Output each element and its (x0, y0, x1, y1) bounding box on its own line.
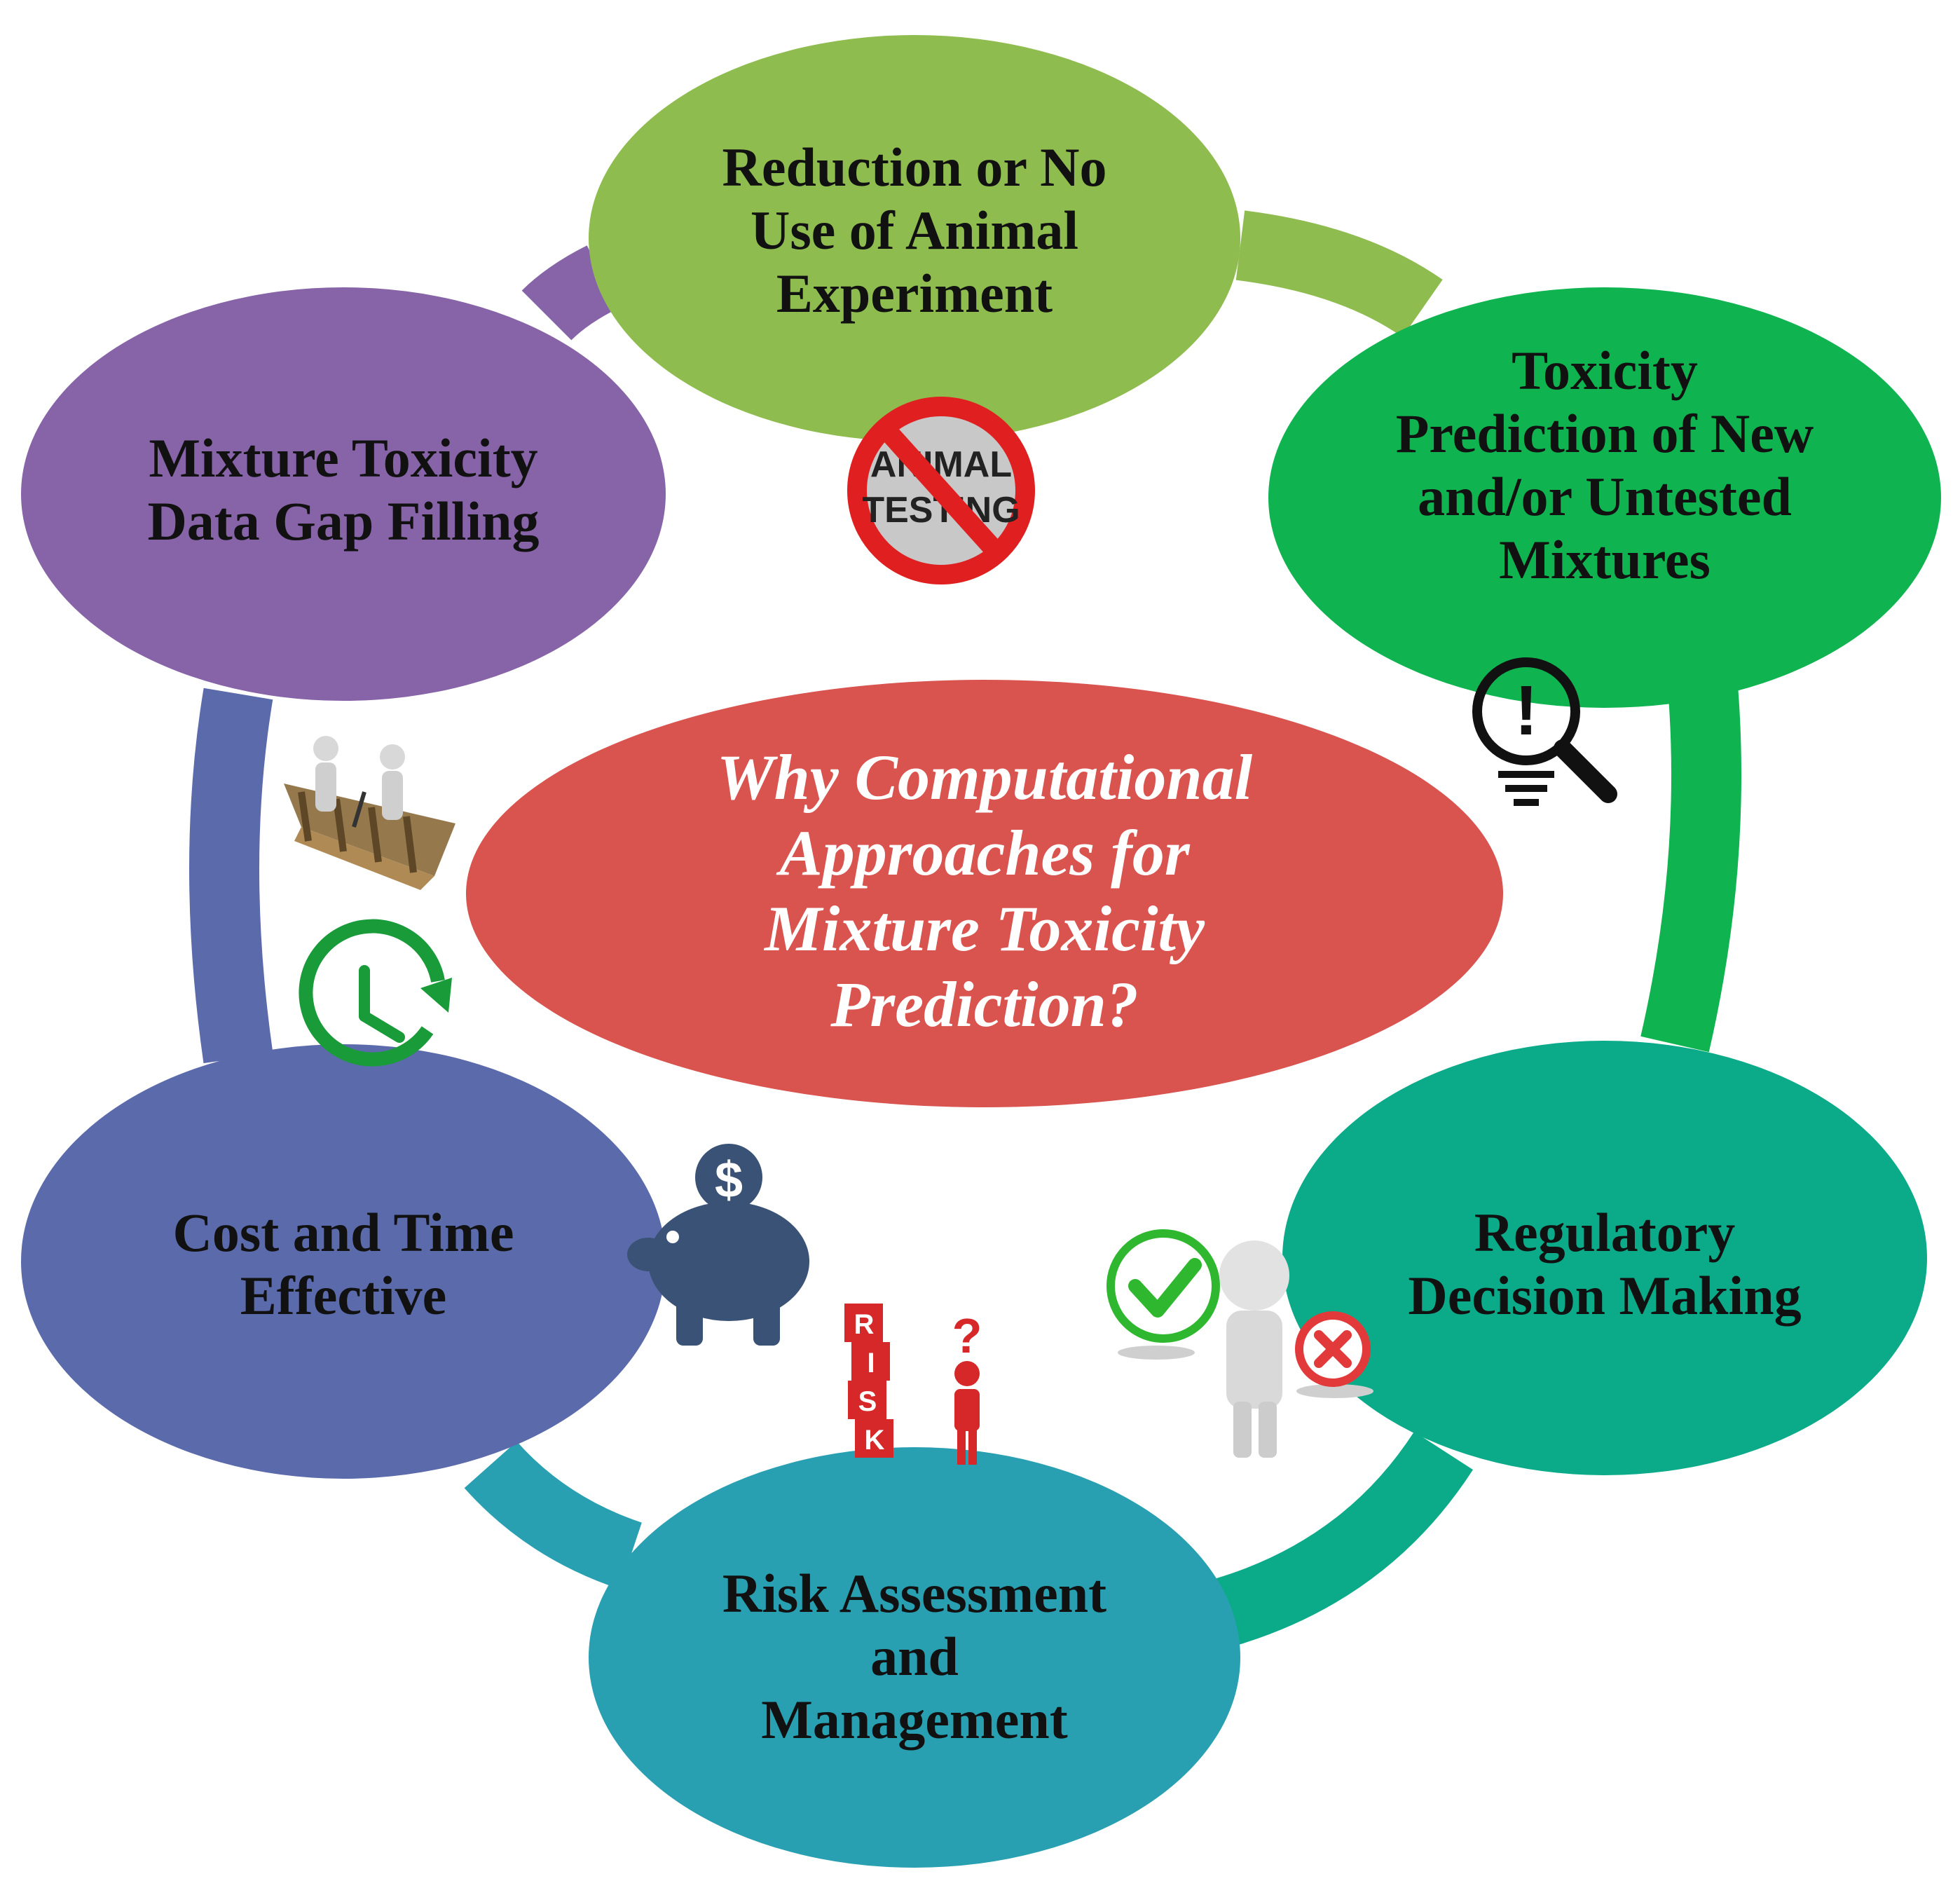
node-animal-experiment: Reduction or No Use of Animal Experiment (589, 35, 1240, 442)
connector-gap-animal (521, 245, 619, 341)
center-line-2: Approaches for (776, 817, 1190, 889)
risk-letter-k: K (865, 1425, 885, 1456)
node-animal-ellipse (589, 35, 1240, 442)
no-animal-testing-icon: ANIMAL TESTING (847, 397, 1035, 584)
connector-risk-cost (464, 1441, 643, 1589)
center-node: Why Computational Approaches for Mixture… (466, 680, 1503, 1107)
connector-toxicity-regulatory (1640, 684, 1741, 1053)
risk-blocks-icon: R I S K ? (844, 1304, 982, 1465)
node-cost-time: Cost and Time Effective (21, 1044, 666, 1479)
node-toxicity-line-2: Prediction of New (1396, 403, 1814, 464)
connectors (189, 210, 1741, 1646)
search-alert-symbol: ! (1514, 671, 1537, 750)
center-line-4: Prediction? (830, 969, 1139, 1040)
node-data-gap: Mixture Toxicity Data Gap Filling (21, 287, 666, 701)
node-gap-line-1: Mixture Toxicity (149, 427, 537, 488)
node-gap-line-2: Data Gap Filling (147, 491, 539, 552)
clock-refresh-icon (299, 919, 452, 1067)
center-line-1: Why Computational (717, 741, 1253, 813)
risk-letter-s: S (858, 1386, 877, 1417)
node-risk-line-2: and (870, 1626, 959, 1687)
node-regulatory-ellipse (1282, 1041, 1927, 1475)
node-gap-ellipse (21, 287, 666, 701)
node-regulatory-line-1: Regulatory (1474, 1202, 1736, 1263)
node-cost-line-2: Effective (240, 1265, 446, 1326)
risk-letter-r: R (854, 1309, 875, 1340)
center-ellipse (466, 680, 1503, 1107)
node-animal-line-2: Use of Animal (751, 200, 1078, 261)
connector-regulatory-risk (1216, 1431, 1473, 1646)
node-cost-ellipse (21, 1044, 666, 1479)
node-animal-line-1: Reduction or No (722, 137, 1107, 198)
node-toxicity-line-4: Mixtures (1499, 529, 1711, 590)
node-risk-line-3: Management (761, 1689, 1068, 1750)
node-animal-line-3: Experiment (776, 263, 1053, 324)
node-toxicity-line-3: and/or Untested (1418, 466, 1792, 527)
node-cost-line-1: Cost and Time (173, 1202, 514, 1263)
node-toxicity-prediction: Toxicity Prediction of New and/or Untest… (1268, 287, 1941, 708)
connector-cost-gap (189, 688, 273, 1064)
node-toxicity-ellipse (1268, 287, 1941, 708)
node-toxicity-line-1: Toxicity (1512, 340, 1698, 401)
bridge-gap-people-icon (284, 736, 455, 890)
risk-question-mark: ? (952, 1308, 982, 1363)
node-risk-ellipse (589, 1447, 1240, 1868)
center-line-3: Mixture Toxicity (763, 893, 1205, 964)
node-risk-assessment: Risk Assessment and Management (589, 1447, 1240, 1868)
node-risk-line-1: Risk Assessment (722, 1563, 1106, 1624)
search-alert-icon: ! (1472, 657, 1617, 806)
piggy-bank-icon: $ (627, 1144, 809, 1346)
node-regulatory-line-2: Decision Making (1408, 1265, 1801, 1326)
risk-letter-i: I (867, 1348, 875, 1379)
piggy-bank-symbol: $ (715, 1152, 743, 1208)
connector-animal-toxicity (1235, 210, 1443, 338)
node-regulatory-decision: Regulatory Decision Making (1282, 1041, 1927, 1475)
decision-person-icon (1106, 1229, 1373, 1458)
